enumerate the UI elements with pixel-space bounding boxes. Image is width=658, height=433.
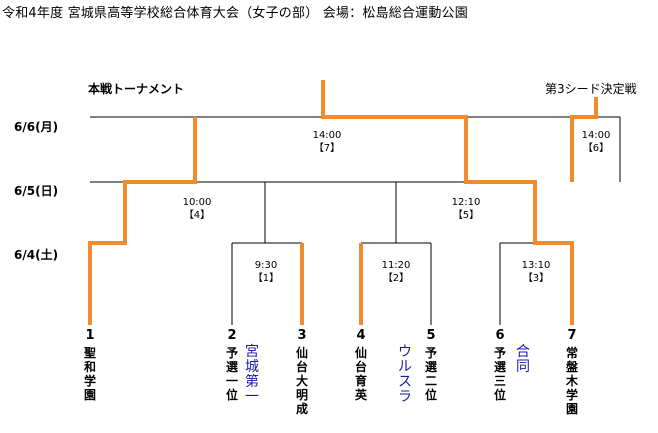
team-seed: 1 bbox=[85, 328, 95, 343]
team-name: 聖和学園 bbox=[83, 346, 96, 402]
slot-match2: 11:20 【2】 bbox=[366, 259, 426, 285]
winner-paths bbox=[88, 80, 598, 325]
slot-match6: 14:00 【6】 bbox=[566, 129, 626, 155]
team-name: 常盤木学園 bbox=[565, 346, 578, 416]
date-label-day1: 6/4(土) bbox=[14, 248, 59, 262]
slot-match4: 10:00 【4】 bbox=[167, 196, 227, 222]
team-name: 予選一位 bbox=[225, 346, 238, 402]
slot-game: 【6】 bbox=[582, 143, 610, 154]
slot-match7: 14:00 【7】 bbox=[297, 129, 357, 155]
slot-time: 13:10 bbox=[521, 260, 551, 271]
team-name: 仙台大明成 bbox=[295, 346, 308, 416]
team-name: 予選三位 bbox=[493, 346, 506, 402]
slot-time: 11:20 bbox=[381, 260, 411, 271]
slot-time: 10:00 bbox=[182, 197, 212, 208]
slot-time: 9:30 bbox=[254, 260, 278, 271]
slot-time: 14:00 bbox=[581, 130, 611, 141]
winner-path-third-seed bbox=[570, 97, 598, 182]
team-seed: 2 bbox=[227, 328, 237, 343]
team-seed: 3 bbox=[297, 328, 307, 343]
team-seed: 7 bbox=[567, 328, 577, 343]
slot-match5: 12:10 【5】 bbox=[436, 196, 496, 222]
winner-path-final bbox=[321, 80, 574, 325]
team-name: 予選二位 bbox=[424, 346, 437, 402]
qualifier-winner-3: 合同 bbox=[516, 344, 530, 375]
page-title: 令和4年度 宮城県高等学校総合体育大会（女子の部） 会場：松島総合運動公園 bbox=[2, 6, 468, 21]
slot-match3: 13:10 【3】 bbox=[506, 259, 566, 285]
slot-time: 14:00 bbox=[312, 130, 342, 141]
winner-path-left bbox=[88, 117, 197, 325]
slot-game: 【1】 bbox=[252, 273, 280, 284]
slot-game: 【4】 bbox=[183, 210, 211, 221]
team-seed: 5 bbox=[426, 328, 436, 343]
qualifier-winner-2: ウルスラ bbox=[398, 344, 412, 405]
date-label-day2: 6/5(日) bbox=[14, 184, 59, 198]
slot-match1: 9:30 【1】 bbox=[236, 259, 296, 285]
slot-time: 12:10 bbox=[451, 197, 481, 208]
slot-game: 【2】 bbox=[382, 273, 410, 284]
bracket-heading: 本戦トーナメント bbox=[88, 82, 185, 96]
team-name: 仙台育英 bbox=[354, 346, 367, 402]
qualifier-winner-1: 宮城第一 bbox=[245, 344, 259, 405]
third-seed-label: 第3シード決定戦 bbox=[545, 82, 637, 96]
team-seed: 6 bbox=[495, 328, 505, 343]
slot-game: 【5】 bbox=[452, 210, 480, 221]
slot-game: 【7】 bbox=[313, 143, 341, 154]
slot-game: 【3】 bbox=[522, 273, 550, 284]
team-seed: 4 bbox=[356, 328, 366, 343]
date-label-day3: 6/6(月) bbox=[14, 120, 59, 134]
